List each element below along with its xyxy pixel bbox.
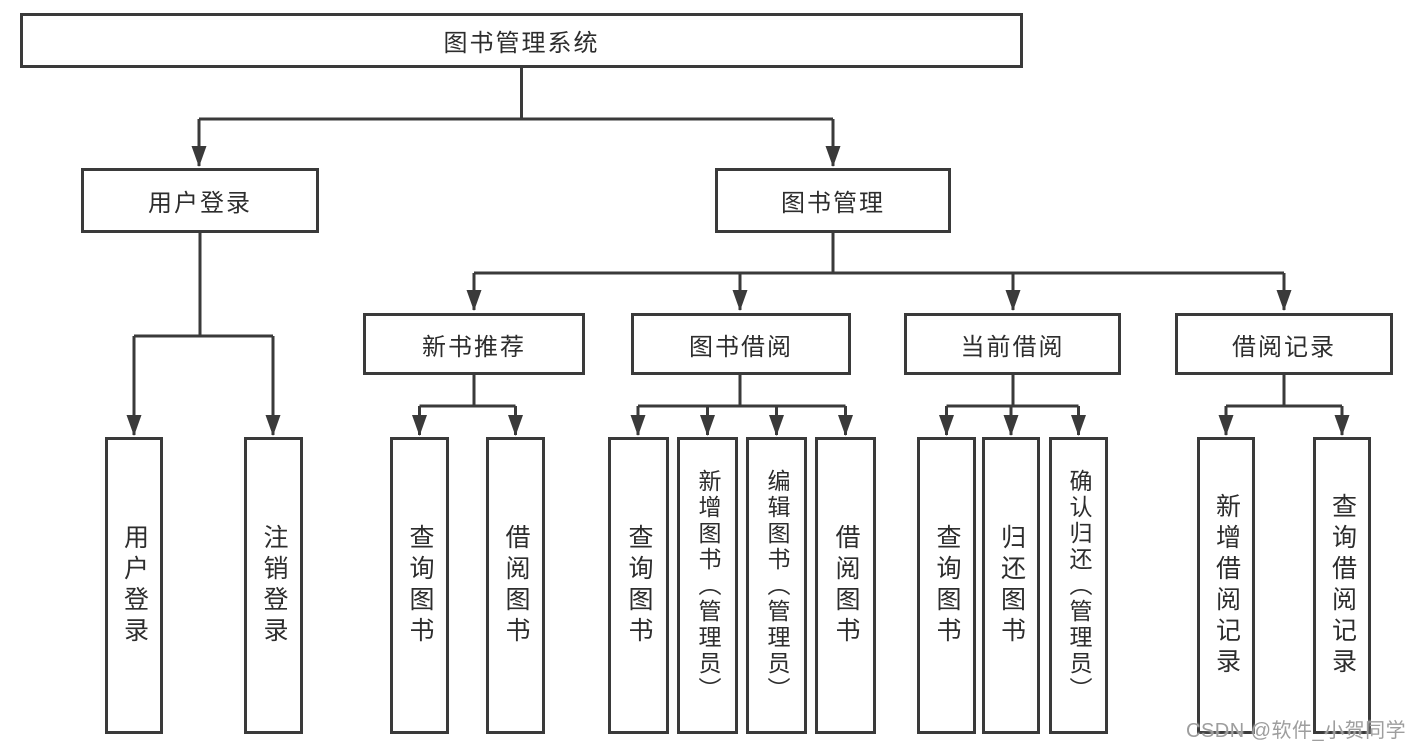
leaf-borrow-books-1: 借阅图书 xyxy=(486,437,545,734)
node-root: 图书管理系统 xyxy=(20,13,1023,68)
leaf-logout: 注销登录 xyxy=(244,437,303,734)
node-book-management: 图书管理 xyxy=(715,168,951,233)
leaf-query-borrow-record: 查询借阅记录 xyxy=(1313,437,1371,734)
node-book-borrowing: 图书借阅 xyxy=(631,313,851,375)
leaf-query-books-3: 查询图书 xyxy=(917,437,976,734)
leaf-add-borrow-record: 新增借阅记录 xyxy=(1197,437,1255,734)
leaf-query-books-2: 查询图书 xyxy=(608,437,669,734)
leaf-return-books: 归还图书 xyxy=(982,437,1040,734)
node-current-borrowing: 当前借阅 xyxy=(904,313,1121,375)
leaf-add-book-admin: 新增图书（管理员） xyxy=(677,437,738,734)
node-user-login: 用户登录 xyxy=(81,168,319,233)
leaf-query-books-1: 查询图书 xyxy=(390,437,449,734)
arrowheads xyxy=(126,146,1350,436)
node-new-book-recommend: 新书推荐 xyxy=(363,313,585,375)
watermark: CSDN @软件_小贺同学 xyxy=(1186,720,1405,742)
leaf-edit-book-admin: 编辑图书（管理员） xyxy=(746,437,807,734)
leaf-confirm-return-admin: 确认归还（管理员） xyxy=(1049,437,1108,734)
leaf-borrow-books-2: 借阅图书 xyxy=(815,437,876,734)
node-borrowing-records: 借阅记录 xyxy=(1175,313,1393,375)
leaf-user-login: 用户登录 xyxy=(105,437,163,734)
